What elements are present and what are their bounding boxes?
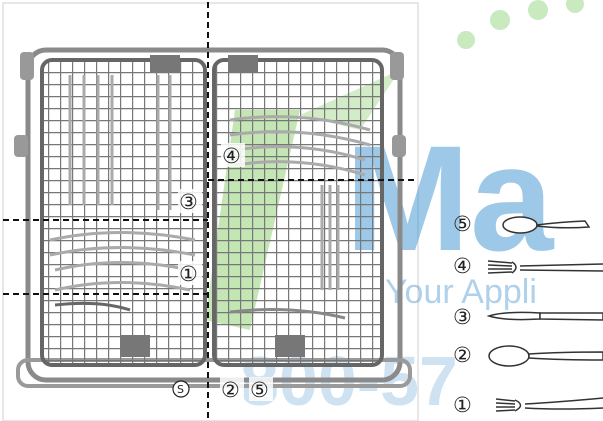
- basket-marker-3: ③: [178, 189, 202, 214]
- legend-number: ⑤: [453, 212, 472, 236]
- legend-number: ②: [453, 343, 472, 367]
- legend-row-tablespoon: ②: [453, 343, 603, 367]
- bottom-label-left: ②: [220, 377, 244, 402]
- legend-row-salad-fork: ①: [453, 393, 603, 417]
- right-compartment: [214, 60, 382, 365]
- watermark-dot: [457, 31, 475, 49]
- basket-handle: [20, 52, 34, 80]
- cutlery-basket: ④ ③ ① S ② ⑤: [3, 2, 418, 421]
- legend-number: ①: [453, 393, 472, 417]
- bottom-label-right: ⑤: [249, 377, 273, 402]
- legend-number: ③: [453, 305, 472, 329]
- basket-clip: [150, 55, 180, 73]
- watermark-dot: [528, 0, 548, 20]
- svg-text:S: S: [177, 383, 184, 396]
- bottom-s-label: S: [173, 381, 189, 397]
- svg-text:①: ①: [179, 262, 198, 286]
- basket-handle: [392, 135, 406, 157]
- legend-number: ④: [453, 254, 472, 278]
- salad-fork-icon: [496, 398, 603, 411]
- watermark-dot: [490, 10, 510, 30]
- basket-clip: [228, 55, 258, 73]
- watermark-dot: [566, 0, 584, 13]
- svg-text:④: ④: [222, 144, 241, 168]
- basket-marker-4: ④: [221, 143, 245, 168]
- svg-text:⑤: ⑤: [250, 378, 269, 402]
- basket-marker-1: ①: [178, 261, 202, 286]
- basket-handle: [390, 52, 404, 80]
- svg-text:②: ②: [221, 378, 240, 402]
- basket-handle: [14, 135, 28, 157]
- basket-clip: [120, 335, 150, 357]
- tablespoon-icon: [489, 346, 603, 366]
- svg-text:③: ③: [179, 190, 198, 214]
- basket-clip: [275, 335, 305, 357]
- knife-icon: [489, 312, 603, 320]
